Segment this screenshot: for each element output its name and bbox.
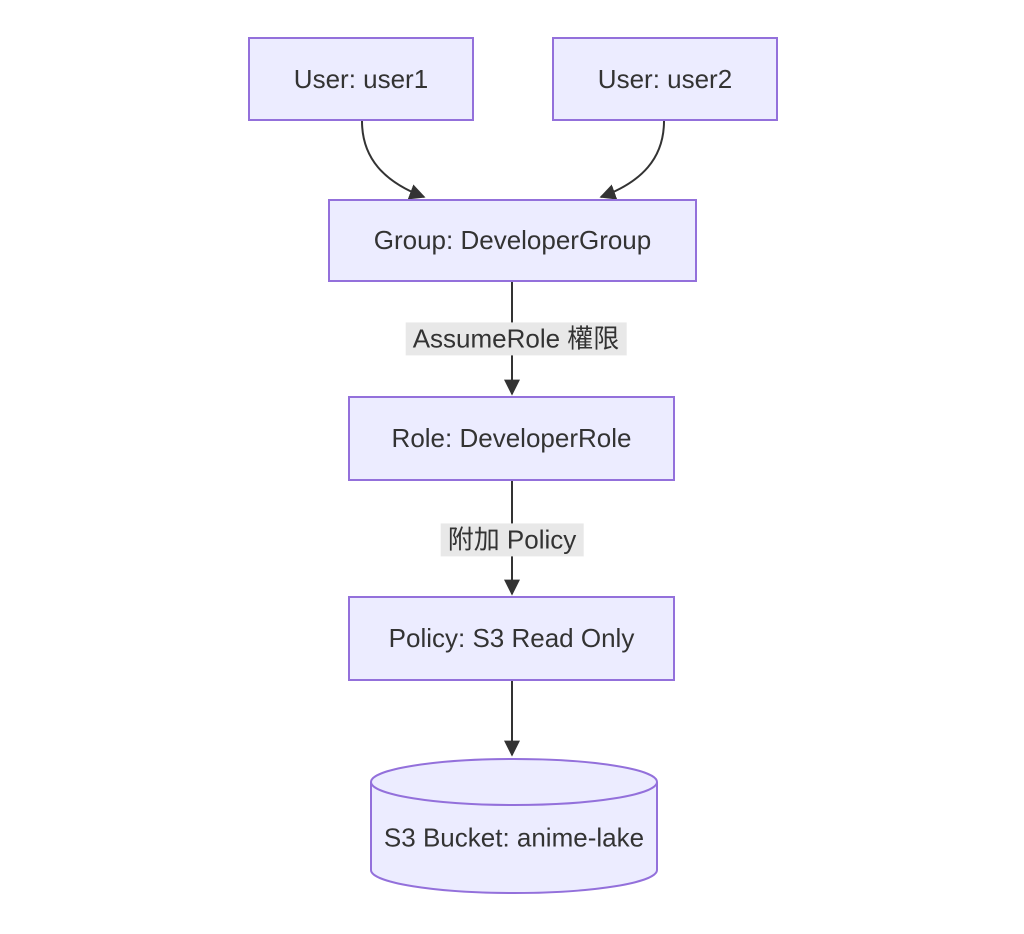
edge-user2-to-group <box>599 120 665 200</box>
node-developer-group-label: Group: DeveloperGroup <box>373 225 652 255</box>
edge-label-assumerole-text: AssumeRole 權限 <box>412 323 620 354</box>
node-s3-bucket-label: S3 Bucket: anime-lake <box>384 823 644 854</box>
node-user2: User: user2 <box>552 37 778 121</box>
cylinder-shape <box>370 758 658 894</box>
edge-label-attach-policy-text: 附加 Policy <box>447 524 577 555</box>
edge-label-assumerole: AssumeRole 權限 <box>405 322 627 356</box>
node-developer-role: Role: DeveloperRole <box>348 396 675 481</box>
node-s3-readonly-policy: Policy: S3 Read Only <box>348 596 675 681</box>
node-developer-group: Group: DeveloperGroup <box>328 199 697 282</box>
node-developer-role-label: Role: DeveloperRole <box>391 423 632 453</box>
edge-user1-to-group <box>361 120 426 200</box>
node-s3-readonly-policy-label: Policy: S3 Read Only <box>388 623 635 653</box>
node-user1-label: User: user1 <box>293 63 429 94</box>
node-s3-bucket-label-text: S3 Bucket: anime-lake <box>383 822 645 853</box>
edge-label-attach-policy: 附加 Policy <box>440 523 584 557</box>
node-user2-label: User: user2 <box>597 63 733 94</box>
node-user1: User: user1 <box>248 37 474 121</box>
